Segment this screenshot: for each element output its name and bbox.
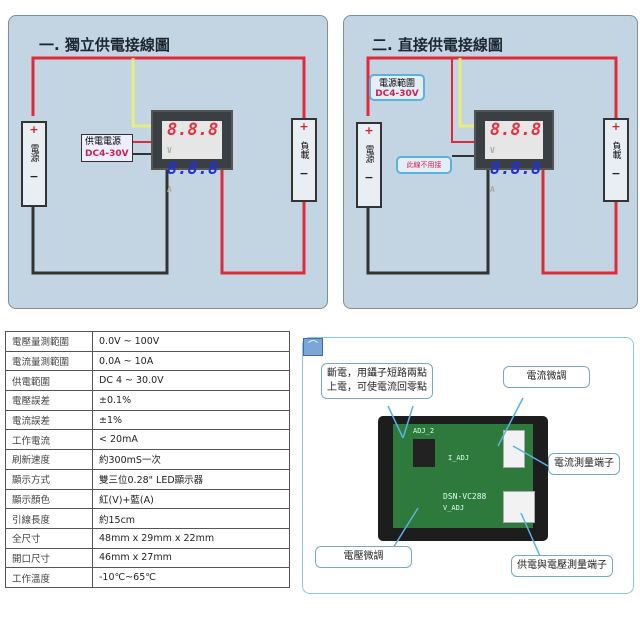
spec-name: 電流誤差: [5, 409, 93, 431]
diagram-title: 二. 直接供電接線圖: [372, 36, 503, 54]
spec-value: < 20mA: [92, 429, 290, 451]
table-row: 引線長度約15cm: [5, 508, 290, 529]
direct-power-diagram: 二. 直接供電接線圖 電源範圍 DC4-30V 此線不用接 + 電源 − 8.8…: [343, 15, 638, 309]
spec-value: -10℃~65℃: [92, 567, 290, 588]
callout-zero-reset: 斷電，用鑷子短路兩點 上電，可使電流回零點: [321, 363, 433, 399]
wires: [31, 56, 306, 275]
spec-name: 顯示方式: [5, 468, 93, 490]
spec-name: 工作電流: [5, 429, 93, 451]
current-terminal: [503, 430, 525, 468]
image-icon: ⌒: [303, 338, 323, 356]
spec-value: ±1%: [92, 409, 290, 431]
spec-value: DC 4 ~ 30.0V: [92, 370, 290, 392]
spec-value: 0.0A ~ 10A: [92, 350, 290, 372]
spec-name: 工作溫度: [5, 567, 93, 588]
callout-power-terminal: 供電與電壓測量端子: [511, 555, 613, 577]
spec-value: 46mm x 27mm: [92, 547, 290, 569]
wires: [366, 56, 618, 275]
callout-voltage-adjust: 電壓微調: [315, 546, 412, 568]
load: + 負載 −: [603, 118, 629, 202]
table-row: 顯示方式雙三位0.28" LED顯示器: [5, 468, 290, 490]
spec-value: 約300mS一次: [92, 449, 290, 470]
table-row: 顯示顏色紅(V)+藍(A): [5, 488, 290, 510]
independent-power-diagram: 一. 獨立供電接線圖 + 電源 − 供電電源 DC4-30V 8.8.8 V 8…: [8, 15, 328, 309]
load: + 負載 −: [291, 118, 317, 202]
power-source: + 電源 −: [356, 122, 382, 208]
pcb-photo-panel: ⌒ ADJ_2 I_ADJ DSN-VC288 V_ADJ 斷電，用鑷子短路兩點…: [302, 337, 634, 594]
spec-name: 刷新速度: [5, 449, 93, 470]
spec-value: 雙三位0.28" LED顯示器: [92, 468, 290, 490]
spec-name: 電壓量測範圍: [5, 331, 93, 352]
table-row: 刷新速度約300mS一次: [5, 449, 290, 470]
spec-name: 顯示顏色: [5, 488, 93, 510]
spec-name: 電流量測範圍: [5, 350, 93, 372]
no-connect-note: 此線不用接: [396, 156, 452, 174]
spec-name: 引線長度: [5, 508, 93, 529]
table-row: 電壓誤差±0.1%: [5, 390, 290, 411]
table-row: 電流誤差±1%: [5, 409, 290, 431]
power-voltage-terminal: [503, 491, 535, 523]
diagram-title: 一. 獨立供電接線圖: [39, 36, 170, 54]
spec-value: 約15cm: [92, 508, 290, 529]
callout-lines: [387, 397, 549, 564]
spec-name: 開口尺寸: [5, 547, 93, 569]
spec-value: 0.0V ~ 100V: [92, 331, 290, 352]
spec-name: 全尺寸: [5, 527, 93, 549]
callout-current-terminal: 電流測量端子: [548, 453, 620, 475]
spec-name: 供電範圍: [5, 370, 93, 392]
callout-current-adjust: 電流微調: [503, 366, 590, 388]
spec-value: 紅(V)+藍(A): [92, 488, 290, 510]
spec-value: 48mm x 29mm x 22mm: [92, 527, 290, 549]
spec-value: ±0.1%: [92, 390, 290, 411]
table-row: 工作溫度-10℃~65℃: [5, 567, 290, 588]
volt-amp-meter: 8.8.8 V 8.8.8 A: [474, 110, 554, 194]
supply-label: 供電電源 DC4-30V: [81, 134, 133, 162]
power-range-bubble: 電源範圍 DC4-30V: [369, 74, 425, 101]
power-source: + 電源 −: [21, 121, 47, 207]
table-row: 工作電流< 20mA: [5, 429, 290, 451]
volt-amp-meter: 8.8.8 V 8.8.8 A: [151, 110, 233, 194]
spec-name: 電壓誤差: [5, 390, 93, 411]
